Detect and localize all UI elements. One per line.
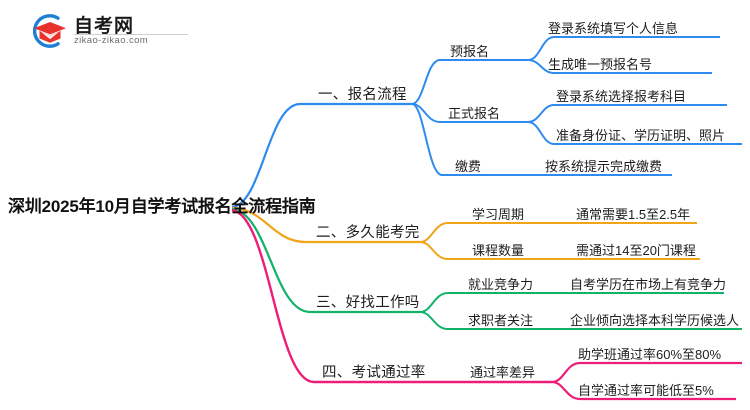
subnode-1-3[interactable]: 缴费	[455, 159, 482, 174]
leaf-1-1-1[interactable]: 登录系统填写个人信息	[548, 21, 679, 36]
leaf-1-3-1[interactable]: 按系统提示完成缴费	[545, 159, 663, 174]
subnode-3-1[interactable]: 就业竞争力	[468, 277, 534, 292]
logo-name: 自考网	[74, 16, 135, 37]
leaf-3-1-1[interactable]: 自考学历在市场上有竞争力	[570, 277, 727, 292]
leaf-2-2-1[interactable]: 需通过14至20门课程	[576, 243, 696, 258]
subnode-4-1[interactable]: 通过率差异	[470, 365, 536, 380]
branch-node-4[interactable]: 四、考试通过率	[322, 365, 426, 381]
leaf-1-1-2[interactable]: 生成唯一预报名号	[548, 57, 653, 72]
leaf-4-1-1[interactable]: 助学班通过率60%至80%	[578, 347, 722, 362]
logo-mark-icon	[32, 14, 66, 48]
branch-node-3[interactable]: 三、好找工作吗	[316, 295, 420, 311]
subnode-2-2[interactable]: 课程数量	[472, 243, 525, 258]
subnode-2-1[interactable]: 学习周期	[472, 207, 525, 222]
subnode-3-2[interactable]: 求职者关注	[468, 313, 534, 328]
leaf-4-1-2[interactable]: 自学通过率可能低至5%	[578, 383, 714, 398]
branch-node-1[interactable]: 一、报名流程	[318, 87, 407, 103]
branch-node-2[interactable]: 二、多久能考完	[316, 225, 420, 241]
branch-3-connectors	[231, 207, 742, 330]
logo-divider	[74, 34, 188, 35]
subnode-1-1[interactable]: 预报名	[450, 44, 490, 59]
leaf-3-2-1[interactable]: 企业倾向选择本科学历候选人	[570, 313, 740, 328]
leaf-2-1-1[interactable]: 通常需要1.5至2.5年	[576, 207, 691, 222]
subnode-1-2[interactable]: 正式报名	[448, 106, 501, 121]
branch-1-connectors	[231, 36, 742, 209]
leaf-1-2-2[interactable]: 准备身份证、学历证明、照片	[556, 128, 726, 143]
site-logo: 自考网 zikao-zikao.com	[28, 10, 198, 52]
logo-wordmark: 自考网 zikao-zikao.com	[74, 10, 194, 50]
logo-url: zikao-zikao.com	[74, 35, 149, 46]
leaf-1-2-1[interactable]: 登录系统选择报考科目	[556, 89, 687, 104]
root-node[interactable]: 深圳2025年10月自学考试报名全流程指南	[8, 197, 316, 216]
